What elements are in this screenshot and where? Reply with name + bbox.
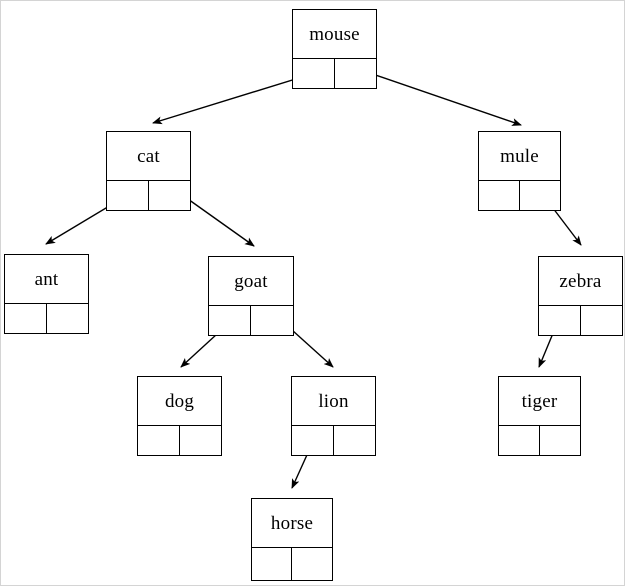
left-pointer-cell[interactable]	[292, 426, 334, 455]
node-pointer-row	[292, 425, 375, 455]
left-pointer-cell[interactable]	[138, 426, 180, 455]
node-pointer-row	[138, 425, 221, 455]
left-pointer-cell[interactable]	[293, 59, 335, 88]
right-pointer-cell[interactable]	[180, 426, 222, 455]
tree-node-dog[interactable]: dog	[137, 376, 222, 456]
node-label: cat	[137, 145, 160, 167]
right-pointer-cell[interactable]	[47, 304, 89, 333]
left-pointer-cell[interactable]	[539, 306, 581, 335]
tree-node-goat[interactable]: goat	[208, 256, 294, 336]
node-label: tiger	[521, 390, 558, 412]
right-pointer-cell[interactable]	[149, 181, 191, 210]
tree-node-zebra[interactable]: zebra	[538, 256, 623, 336]
right-pointer-cell[interactable]	[334, 426, 376, 455]
left-pointer-cell[interactable]	[479, 181, 520, 210]
node-pointer-row	[499, 425, 580, 455]
node-label: horse	[270, 512, 314, 534]
tree-node-horse[interactable]: horse	[251, 498, 333, 581]
left-pointer-cell[interactable]	[107, 181, 149, 210]
node-pointer-row	[479, 180, 560, 210]
node-pointer-row	[252, 547, 332, 580]
tree-node-mouse[interactable]: mouse	[292, 9, 377, 89]
left-pointer-cell[interactable]	[252, 548, 292, 580]
node-label: dog	[164, 390, 195, 412]
node-pointer-row	[293, 58, 376, 88]
node-label: zebra	[559, 270, 602, 292]
node-label: lion	[318, 390, 349, 412]
node-label: mule	[500, 145, 539, 167]
right-pointer-cell[interactable]	[520, 181, 561, 210]
tree-edge-mouse-to-mule	[357, 68, 522, 126]
right-pointer-cell[interactable]	[335, 59, 377, 88]
right-pointer-cell[interactable]	[540, 426, 581, 455]
node-pointer-row	[5, 303, 88, 333]
left-pointer-cell[interactable]	[209, 306, 251, 335]
left-pointer-cell[interactable]	[5, 304, 47, 333]
right-pointer-cell[interactable]	[581, 306, 623, 335]
tree-node-lion[interactable]: lion	[291, 376, 376, 456]
node-label: mouse	[309, 23, 360, 45]
tree-node-cat[interactable]: cat	[106, 131, 191, 211]
tree-node-mule[interactable]: mule	[478, 131, 561, 211]
node-label: goat	[234, 270, 268, 292]
right-pointer-cell[interactable]	[292, 548, 332, 580]
node-pointer-row	[209, 305, 293, 335]
right-pointer-cell[interactable]	[251, 306, 293, 335]
node-label: ant	[34, 268, 59, 290]
left-pointer-cell[interactable]	[499, 426, 540, 455]
tree-node-tiger[interactable]: tiger	[498, 376, 581, 456]
tree-node-ant[interactable]: ant	[4, 254, 89, 334]
node-pointer-row	[539, 305, 622, 335]
node-pointer-row	[107, 180, 190, 210]
